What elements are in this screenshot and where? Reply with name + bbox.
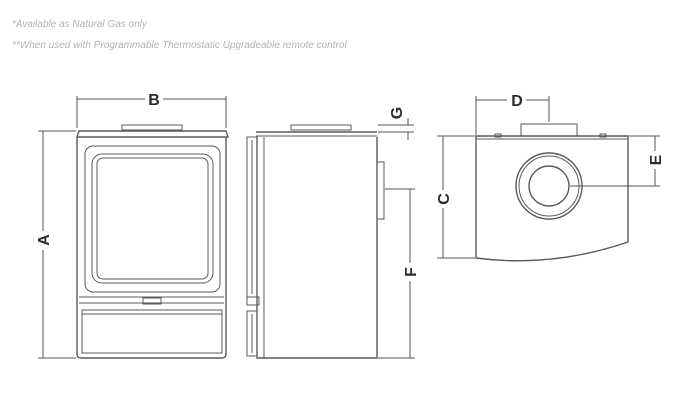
side-control-strip xyxy=(246,296,260,306)
label-e: E xyxy=(648,154,665,165)
top-view xyxy=(475,123,629,262)
front-control-badge xyxy=(142,297,162,305)
footnote-remote-control: **When used with Programmable Thermostat… xyxy=(12,40,347,51)
front-view xyxy=(76,124,229,359)
side-top-vent xyxy=(290,124,352,131)
front-top-vent xyxy=(121,124,183,131)
front-glass-inner xyxy=(96,157,209,280)
label-b: B xyxy=(148,92,160,109)
label-c: C xyxy=(436,193,453,205)
footnote-natural-gas: *Available as Natural Gas only xyxy=(12,19,147,30)
dimension-a: A xyxy=(36,130,76,359)
dimension-b: B xyxy=(76,92,227,128)
front-door-frame xyxy=(84,145,221,293)
side-view xyxy=(246,124,385,359)
label-g: G xyxy=(389,107,406,119)
side-flue-outlet xyxy=(376,161,385,220)
label-d: D xyxy=(511,93,523,110)
front-glass xyxy=(91,153,214,284)
top-flue-inner xyxy=(528,165,570,207)
dimension-d: D xyxy=(475,93,550,135)
front-top-lid xyxy=(76,130,229,138)
dimension-g: G xyxy=(378,107,414,140)
dimension-e: E xyxy=(570,135,665,187)
front-body xyxy=(76,137,227,359)
dimension-c: C xyxy=(436,135,475,259)
footnotes: *Available as Natural Gas only **When us… xyxy=(12,14,347,56)
dimension-f: F xyxy=(378,188,420,359)
front-plinth xyxy=(81,309,223,354)
label-f: F xyxy=(403,267,420,277)
label-a: A xyxy=(36,234,53,246)
top-body xyxy=(475,135,629,262)
top-rear-flue xyxy=(520,123,578,137)
side-body xyxy=(256,137,378,359)
